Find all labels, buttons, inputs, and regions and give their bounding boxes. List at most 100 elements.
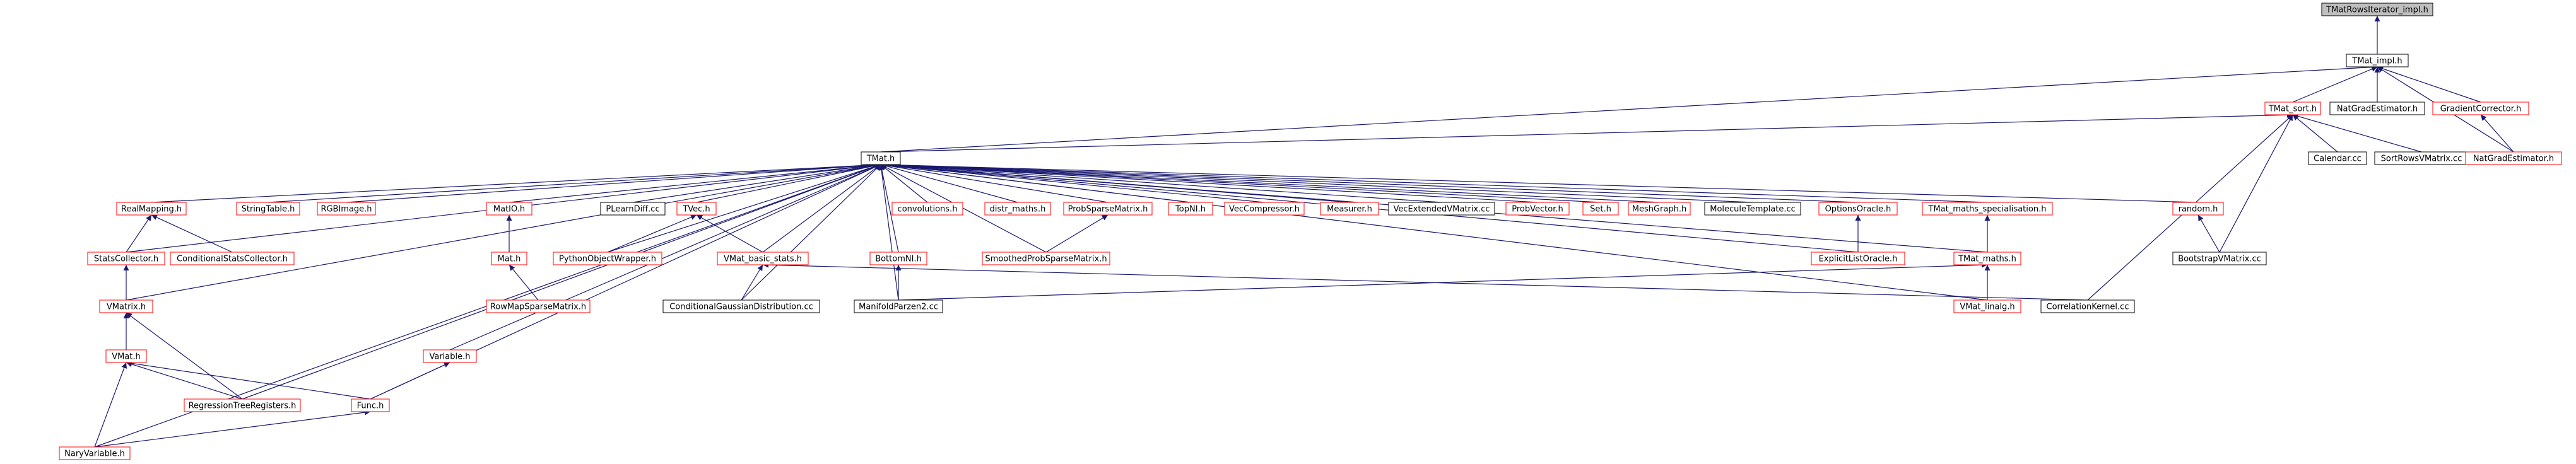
node-box[interactable] bbox=[2308, 151, 2367, 165]
node-tmat-maths-specialisation-h[interactable]: TMat_maths_specialisation.h bbox=[1922, 202, 2053, 216]
node-box[interactable] bbox=[861, 151, 901, 165]
node-box[interactable] bbox=[1953, 299, 2021, 313]
node-box[interactable] bbox=[184, 398, 301, 412]
node-vecextendedvmatrix-cc[interactable]: VecExtendedVMatrix.cc bbox=[1388, 202, 1495, 216]
node-box[interactable] bbox=[1628, 202, 1691, 216]
node-regressiontreeregisters-h[interactable]: RegressionTreeRegisters.h bbox=[184, 398, 301, 412]
node-box[interactable] bbox=[1168, 202, 1213, 216]
node-tmat-h[interactable]: TMat.h bbox=[861, 151, 901, 165]
node-meshgraph-h[interactable]: MeshGraph.h bbox=[1628, 202, 1691, 216]
node-box[interactable] bbox=[1063, 202, 1153, 216]
node-probsparsematrix-h[interactable]: ProbSparseMatrix.h bbox=[1063, 202, 1153, 216]
node-box[interactable] bbox=[236, 202, 300, 216]
node-box[interactable] bbox=[676, 202, 717, 216]
node-box[interactable] bbox=[99, 299, 153, 313]
node-tvec-h[interactable]: TVec.h bbox=[676, 202, 717, 216]
node-gradientcorrector-h[interactable]: GradientCorrector.h bbox=[2432, 102, 2529, 115]
node-set-h[interactable]: Set.h bbox=[1582, 202, 1619, 216]
node-box[interactable] bbox=[2465, 151, 2562, 165]
node-box[interactable] bbox=[105, 349, 147, 363]
node-smoothedprobsparsematrix-h[interactable]: SmoothedProbSparseMatrix.h bbox=[982, 252, 1110, 265]
node-box[interactable] bbox=[1505, 202, 1570, 216]
node-box[interactable] bbox=[317, 202, 376, 216]
node-box[interactable] bbox=[854, 299, 943, 313]
node-manifoldparzen2-cc[interactable]: ManifoldParzen2.cc bbox=[854, 299, 943, 313]
node-box[interactable] bbox=[1811, 252, 1905, 265]
node-box[interactable] bbox=[1320, 202, 1379, 216]
node-variable-h[interactable]: Variable.h bbox=[423, 349, 477, 363]
node-box[interactable] bbox=[1922, 202, 2053, 216]
node-realmapping-h[interactable]: RealMapping.h bbox=[116, 202, 187, 216]
node-tmat-maths-h[interactable]: TMat_maths.h bbox=[1953, 252, 2021, 265]
node-box[interactable] bbox=[2432, 102, 2529, 115]
node-naryvariable-h[interactable]: NaryVariable.h bbox=[59, 446, 131, 460]
node-moleculetemplate-cc[interactable]: MoleculeTemplate.cc bbox=[1704, 202, 1801, 216]
node-stringtable-h[interactable]: StringTable.h bbox=[236, 202, 300, 216]
node-box[interactable] bbox=[423, 349, 477, 363]
node-box[interactable] bbox=[717, 252, 809, 265]
node-box[interactable] bbox=[491, 252, 527, 265]
node-box[interactable] bbox=[1582, 202, 1619, 216]
node-sortrowsvmatrix-cc[interactable]: SortRowsVMatrix.cc bbox=[2374, 151, 2469, 165]
node-pythonobjectwrapper-h[interactable]: PythonObjectWrapper.h bbox=[553, 252, 662, 265]
node-natgradestimator-h-2[interactable]: NatGradEstimator.h bbox=[2465, 151, 2562, 165]
node-tmat-impl-h[interactable]: TMat_impl.h bbox=[2346, 54, 2409, 67]
node-statscollector-h[interactable]: StatsCollector.h bbox=[87, 252, 165, 265]
node-box[interactable] bbox=[59, 446, 131, 460]
node-probvector-h[interactable]: ProbVector.h bbox=[1505, 202, 1570, 216]
node-rgbimage-h[interactable]: RGBImage.h bbox=[317, 202, 376, 216]
node-box[interactable] bbox=[553, 252, 662, 265]
node-conditionalstatscollector-h[interactable]: ConditionalStatsCollector.h bbox=[170, 252, 295, 265]
node-vmat-basic-stats-h[interactable]: VMat_basic_stats.h bbox=[717, 252, 809, 265]
node-conditionalgaussiandistribution-cc[interactable]: ConditionalGaussianDistribution.cc bbox=[662, 299, 820, 313]
node-box[interactable] bbox=[1818, 202, 1898, 216]
node-plearndiff-cc[interactable]: PLearnDiff.cc bbox=[600, 202, 666, 216]
node-box[interactable] bbox=[2172, 202, 2224, 216]
node-mat-h[interactable]: Mat.h bbox=[491, 252, 527, 265]
node-box[interactable] bbox=[1704, 202, 1801, 216]
node-box[interactable] bbox=[2346, 54, 2409, 67]
node-measurer-h[interactable]: Measurer.h bbox=[1320, 202, 1379, 216]
node-matio-h[interactable]: MatIO.h bbox=[486, 202, 532, 216]
node-veccompressor-h[interactable]: VecCompressor.h bbox=[1224, 202, 1305, 216]
node-box[interactable] bbox=[2040, 299, 2135, 313]
node-tmat-sort-h[interactable]: TMat_sort.h bbox=[2264, 102, 2321, 115]
node-tmatrowsiterator-impl-h[interactable]: TMatRowsIterator_impl.h bbox=[2321, 3, 2433, 16]
node-label: VecExtendedVMatrix.cc bbox=[1393, 205, 1490, 214]
node-box[interactable] bbox=[486, 299, 591, 313]
node-vmat-h[interactable]: VMat.h bbox=[105, 349, 147, 363]
node-bottomni-h[interactable]: BottomNI.h bbox=[869, 252, 927, 265]
node-natgradestimator-h[interactable]: NatGradEstimator.h bbox=[2329, 102, 2425, 115]
node-box[interactable] bbox=[170, 252, 295, 265]
node-box[interactable] bbox=[351, 398, 390, 412]
node-box[interactable] bbox=[982, 252, 1110, 265]
node-box[interactable] bbox=[869, 252, 927, 265]
node-vmat-linalg-h[interactable]: VMat_linalg.h bbox=[1953, 299, 2021, 313]
node-box[interactable] bbox=[2264, 102, 2321, 115]
node-box[interactable] bbox=[891, 202, 963, 216]
node-box[interactable] bbox=[662, 299, 820, 313]
node-box[interactable] bbox=[2321, 3, 2433, 16]
node-box[interactable] bbox=[116, 202, 187, 216]
node-box[interactable] bbox=[600, 202, 666, 216]
node-convolutions-h[interactable]: convolutions.h bbox=[891, 202, 963, 216]
node-box[interactable] bbox=[2172, 252, 2267, 265]
node-func-h[interactable]: Func.h bbox=[351, 398, 390, 412]
node-rowmapsparsematrix-h[interactable]: RowMapSparseMatrix.h bbox=[486, 299, 591, 313]
node-distr-maths-h[interactable]: distr_maths.h bbox=[984, 202, 1051, 216]
node-box[interactable] bbox=[1388, 202, 1495, 216]
node-box[interactable] bbox=[984, 202, 1051, 216]
node-optionsoracle-h[interactable]: OptionsOracle.h bbox=[1818, 202, 1898, 216]
node-box[interactable] bbox=[1224, 202, 1305, 216]
node-calendar-cc[interactable]: Calendar.cc bbox=[2308, 151, 2367, 165]
node-vmatrix-h[interactable]: VMatrix.h bbox=[99, 299, 153, 313]
node-box[interactable] bbox=[2329, 102, 2425, 115]
node-correlationkernel-cc[interactable]: CorrelationKernel.cc bbox=[2040, 299, 2135, 313]
node-bootstrapvmatrix-cc[interactable]: BootstrapVMatrix.cc bbox=[2172, 252, 2267, 265]
node-box[interactable] bbox=[1953, 252, 2021, 265]
node-explicitlistoracle-h[interactable]: ExplicitListOracle.h bbox=[1811, 252, 1905, 265]
node-box[interactable] bbox=[486, 202, 532, 216]
node-random-h[interactable]: random.h bbox=[2172, 202, 2224, 216]
node-topni-h[interactable]: TopNI.h bbox=[1168, 202, 1213, 216]
node-box[interactable] bbox=[87, 252, 165, 265]
